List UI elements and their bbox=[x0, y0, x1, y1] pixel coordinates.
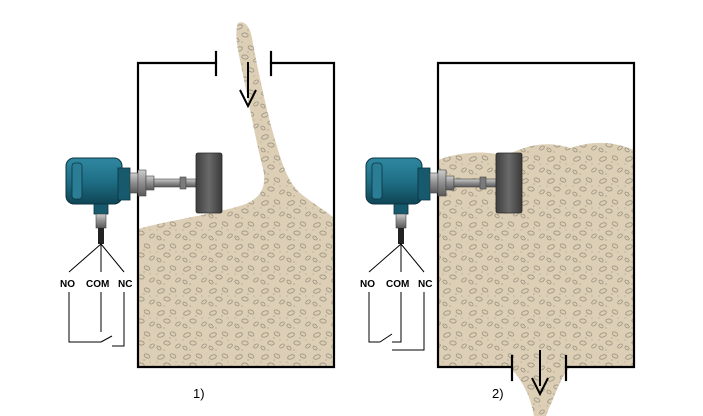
diagram-2: NO COM NC 2) bbox=[360, 61, 636, 416]
level-switch-icon bbox=[65, 157, 155, 244]
switch-contacts bbox=[68, 243, 125, 347]
silo-wall bbox=[136, 61, 336, 369]
contact-label-com: COM bbox=[386, 279, 409, 290]
rotating-paddle-icon bbox=[153, 152, 223, 214]
contact-label-no: NO bbox=[360, 279, 375, 290]
contact-label-nc: NC bbox=[118, 279, 132, 290]
contact-label-no: NO bbox=[60, 279, 75, 290]
rotating-paddle-icon bbox=[453, 152, 523, 214]
level-switch-icon bbox=[365, 157, 455, 244]
diagram-1: NO COM NC 1) bbox=[60, 22, 336, 401]
silo-wall bbox=[436, 61, 636, 369]
bulk-material bbox=[438, 142, 634, 416]
flow-arrow-icon bbox=[239, 62, 257, 109]
diagram-caption: 2) bbox=[492, 386, 504, 401]
contact-label-com: COM bbox=[86, 279, 109, 290]
contact-label-nc: NC bbox=[418, 279, 432, 290]
flow-arrow-icon bbox=[531, 350, 549, 397]
bulk-material bbox=[138, 22, 334, 367]
diagram-caption: 1) bbox=[193, 386, 205, 401]
switch-contacts bbox=[368, 243, 425, 351]
